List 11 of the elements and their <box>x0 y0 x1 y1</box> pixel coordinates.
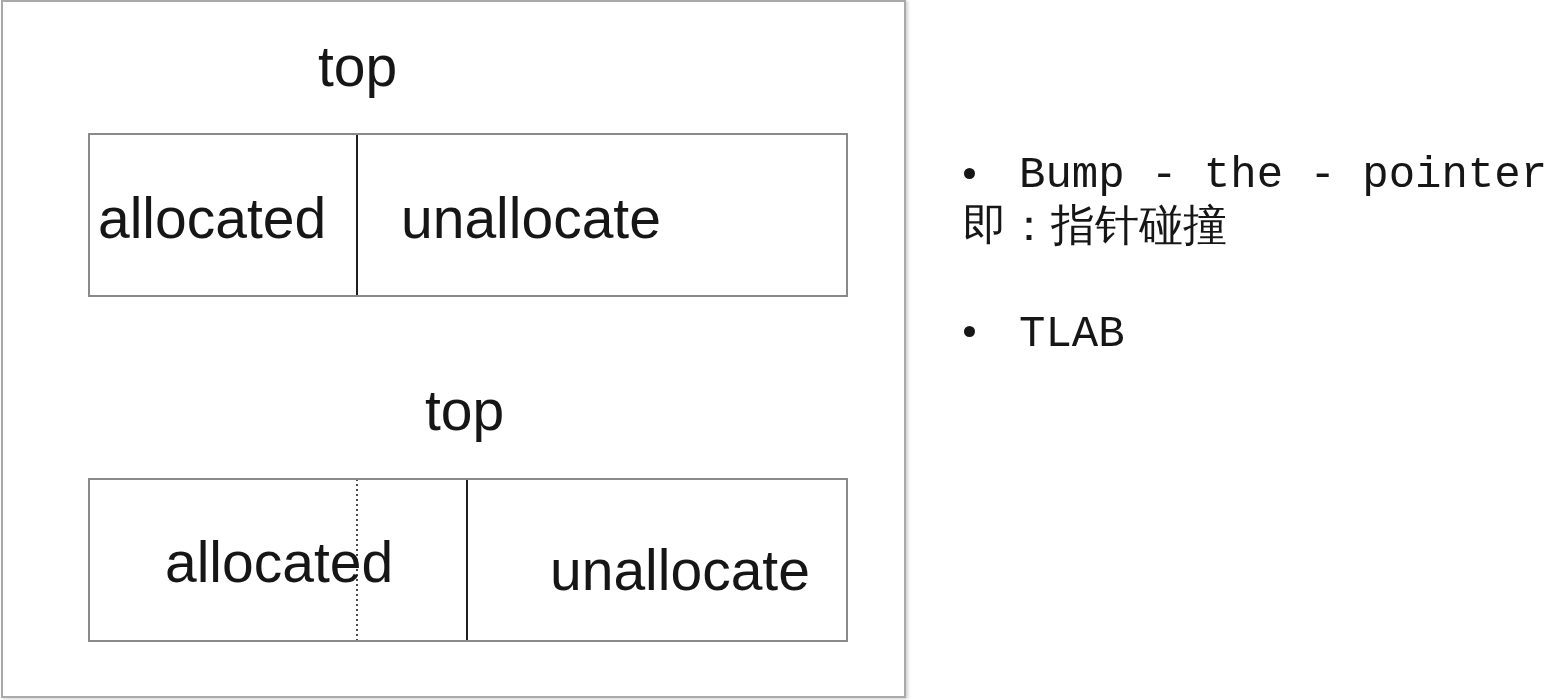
memory-region <box>88 478 467 642</box>
region-label: allocated <box>165 534 394 591</box>
bullet-text: TLAB <box>1019 308 1125 361</box>
memory-region <box>357 133 848 297</box>
memory-region <box>467 478 848 642</box>
bullet-text: Bump - the - pointer <box>1019 149 1548 202</box>
region-label: unallocate <box>550 542 810 599</box>
memory-region <box>88 133 357 297</box>
region-label: allocated <box>98 190 327 247</box>
translation-text: 即：指针碰撞 <box>963 202 1227 255</box>
region-label: unallocate <box>401 190 661 247</box>
